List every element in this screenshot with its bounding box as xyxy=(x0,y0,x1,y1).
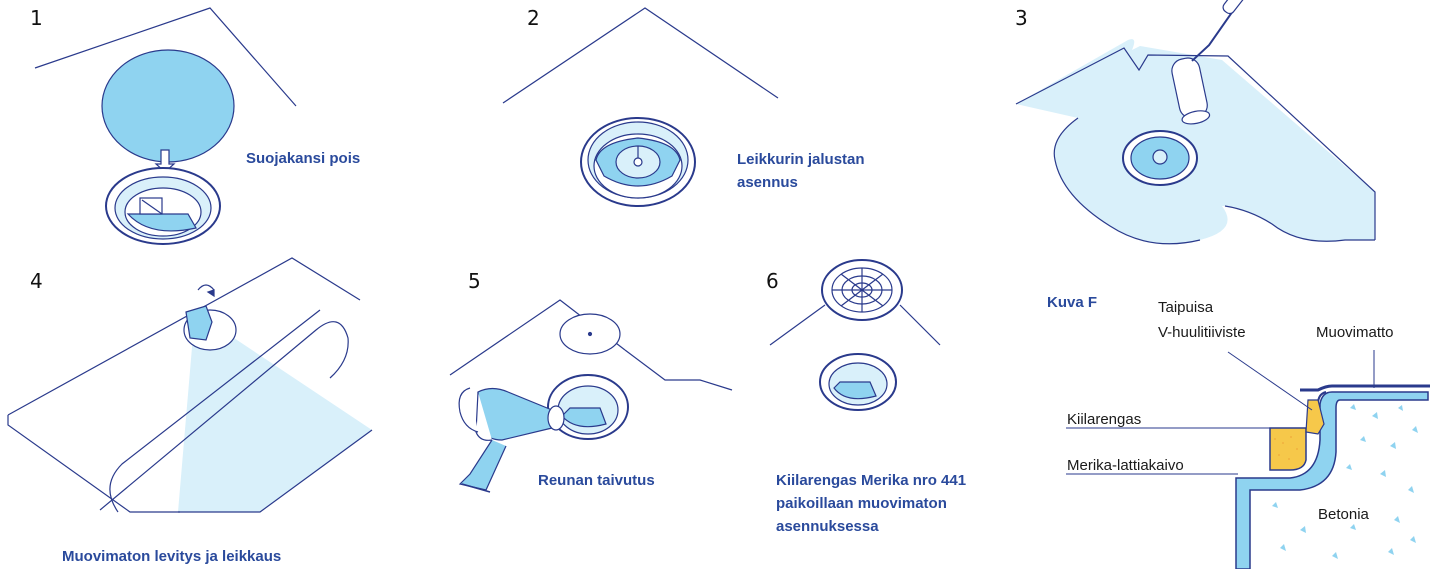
wedge-ring-insert xyxy=(1270,428,1306,470)
step6-caption-line-1: Kiilarengas Merika nro 441 xyxy=(776,469,966,492)
step1-illustration xyxy=(35,8,296,244)
step-number-2: 2 xyxy=(527,8,540,28)
step4-caption-line: Muovimaton levitys ja leikkaus xyxy=(62,545,281,568)
step-number-1: 1 xyxy=(30,8,43,28)
step6-caption-line-2: paikoillaan muovimaton xyxy=(776,492,966,515)
plastic-mat xyxy=(1300,386,1430,390)
step-number-5: 5 xyxy=(468,271,481,291)
label-lattiakaivo: Merika-lattiakaivo xyxy=(1067,455,1184,476)
label-taipuisa-2: V-huulitiiviste xyxy=(1158,322,1246,343)
step-number-6: 6 xyxy=(766,271,779,291)
label-taipuisa-1: Taipuisa xyxy=(1158,297,1213,318)
figure-f-title: Kuva F xyxy=(1047,291,1097,314)
step2-caption-line-1: Leikkurin jalustan xyxy=(737,148,865,171)
step2-caption: Leikkurin jalustan asennus xyxy=(737,148,865,194)
step6-caption: Kiilarengas Merika nro 441 paikoillaan m… xyxy=(776,469,966,538)
step-number-3: 3 xyxy=(1015,8,1028,28)
label-muovimatto: Muovimatto xyxy=(1316,322,1394,343)
step2-caption-line-2: asennus xyxy=(737,171,865,194)
step4-caption: Muovimaton levitys ja leikkaus xyxy=(62,545,281,568)
step5-caption-line: Reunan taivutus xyxy=(538,469,655,492)
step5-illustration xyxy=(450,300,732,492)
step-number-4: 4 xyxy=(30,271,43,291)
label-kiilarengas: Kiilarengas xyxy=(1067,409,1141,430)
step1-caption-line: Suojakansi pois xyxy=(246,147,360,170)
step6-illustration xyxy=(770,260,940,410)
step1-caption: Suojakansi pois xyxy=(246,147,360,170)
protective-cover xyxy=(102,50,234,162)
step6-caption-line-3: asennuksessa xyxy=(776,515,966,538)
step5-caption: Reunan taivutus xyxy=(538,469,655,492)
step3-illustration xyxy=(1016,0,1375,244)
label-betonia: Betonia xyxy=(1318,504,1369,525)
step4-illustration xyxy=(8,258,372,512)
